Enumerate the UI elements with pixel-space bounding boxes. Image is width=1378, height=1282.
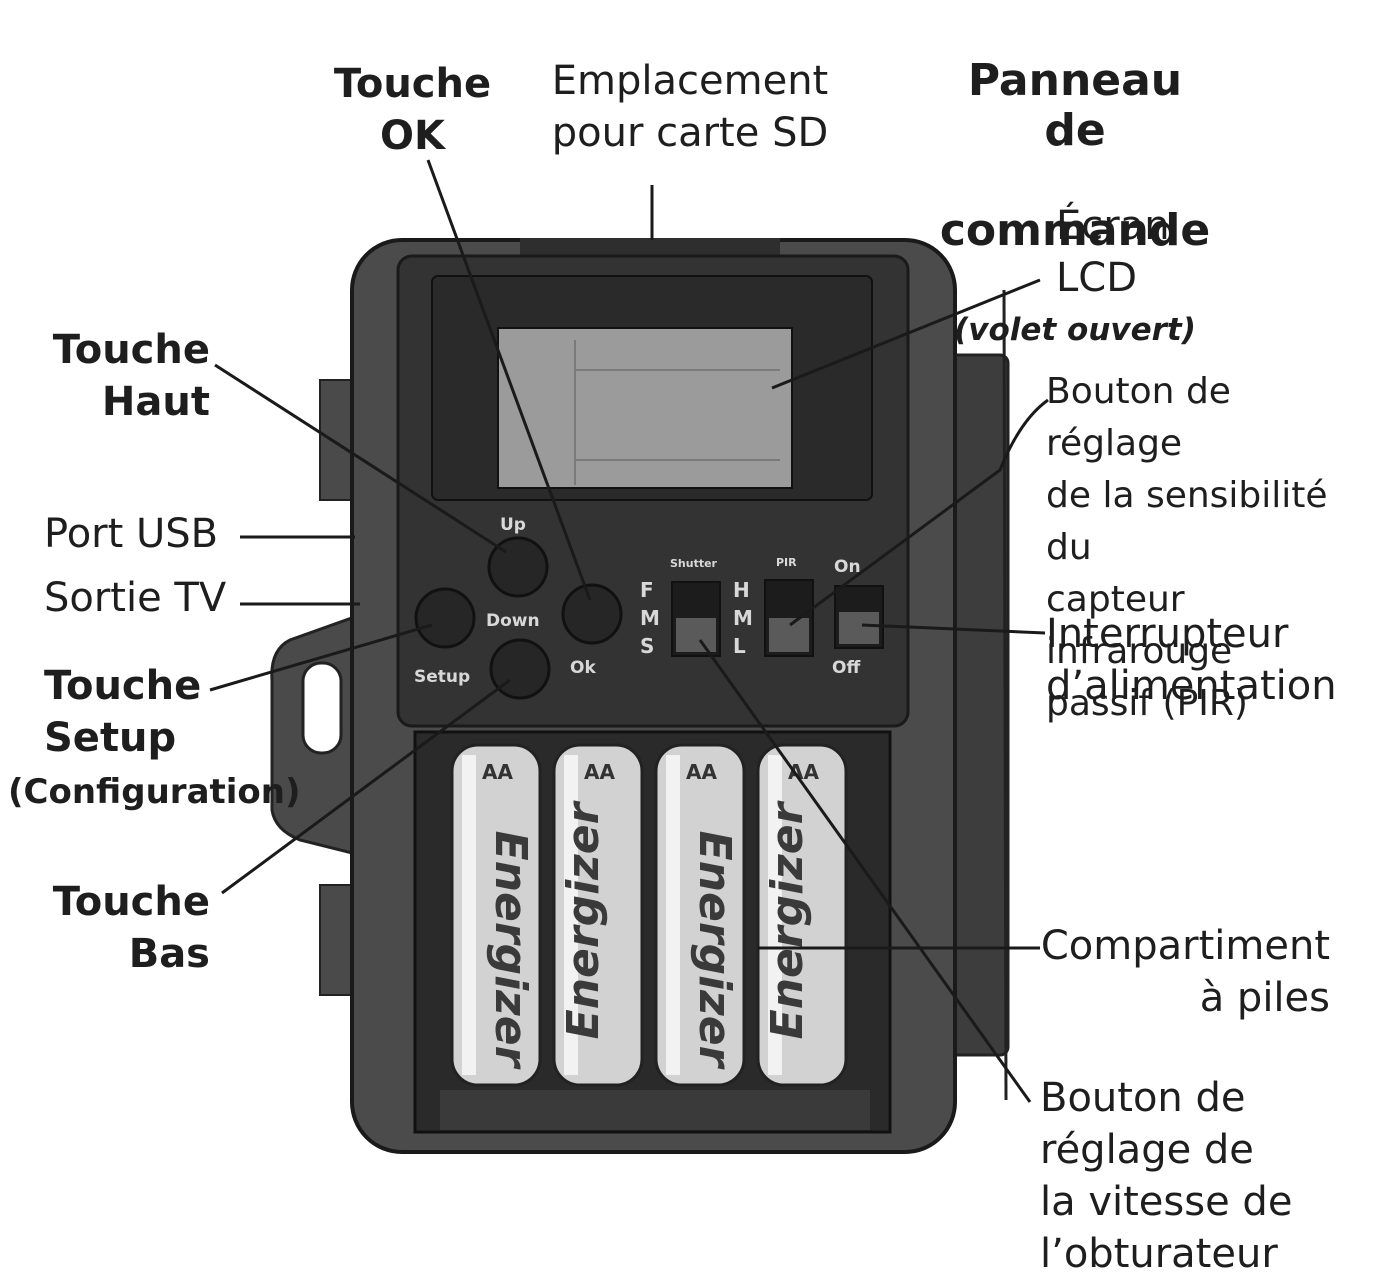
panel-title-line2: commande	[939, 205, 1211, 256]
ok-text: Ok	[570, 658, 596, 678]
label-shutter-knob: Bouton de réglage de la vitesse de l’obt…	[1040, 1075, 1293, 1277]
shutter-scale-m: M	[640, 606, 660, 630]
label-touche-setup: Touche Setup	[44, 663, 202, 761]
off-text: Off	[832, 658, 860, 678]
battery-brand-label: Energizer	[485, 831, 536, 1070]
pir-scale-m: M	[733, 606, 753, 630]
label-usb: Port USB	[44, 511, 219, 557]
pir-header: PIR	[776, 556, 797, 569]
panel-title: Panneau de commande (volet ouvert)	[930, 6, 1220, 398]
pir-scale-h: H	[733, 578, 750, 602]
battery-brand-label: Energizer	[558, 800, 609, 1039]
battery-brand-label: Energizer	[762, 800, 813, 1039]
panel-title-line1: Panneau de	[967, 55, 1183, 156]
battery-size-label: AA	[788, 760, 819, 784]
lcd-screen	[497, 327, 793, 489]
label-pir-knob: Bouton de réglage de la sensibilité du c…	[1046, 371, 1328, 724]
up-text: Up	[500, 515, 526, 535]
setup-button[interactable]	[414, 587, 476, 649]
label-configuration: (Configuration)	[8, 772, 301, 812]
label-power: Interrupteur d’alimentation	[1046, 611, 1337, 709]
label-sd-slot: Emplacement pour carte SD	[551, 58, 829, 156]
battery-size-label: AA	[686, 760, 717, 784]
shutter-scale-s: S	[640, 634, 654, 658]
on-header: On	[834, 557, 861, 577]
shutter-header: Shutter	[670, 557, 718, 570]
down-text: Down	[486, 611, 540, 631]
battery-size-label: AA	[482, 760, 513, 784]
label-touche-ok: Touche OK	[333, 61, 492, 159]
label-battery: Compartiment à piles	[1040, 923, 1330, 1021]
label-lcd: Écran LCD	[1056, 203, 1170, 301]
shutter-scale-f: F	[640, 578, 654, 602]
battery-size-label: AA	[584, 760, 615, 784]
setup-text: Setup	[414, 667, 470, 687]
ok-button[interactable]	[561, 583, 623, 645]
panel-subtitle: (volet ouvert)	[954, 312, 1196, 348]
label-tv: Sortie TV	[44, 575, 227, 621]
pir-scale-l: L	[733, 634, 746, 658]
label-touche-haut: Touche Haut	[52, 327, 210, 425]
label-touche-bas: Touche Bas	[52, 879, 210, 977]
up-button[interactable]	[487, 536, 549, 598]
battery-brand-label: Energizer	[689, 831, 740, 1070]
down-button[interactable]	[489, 638, 551, 700]
